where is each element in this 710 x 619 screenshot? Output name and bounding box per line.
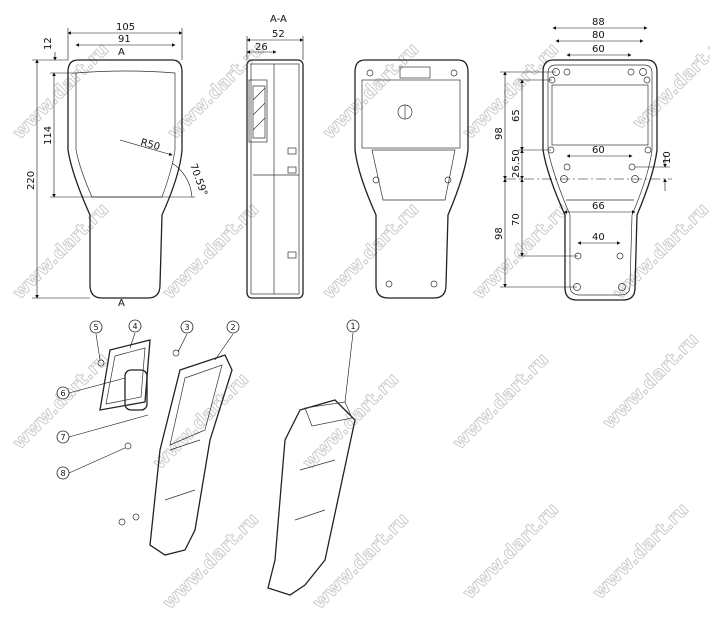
watermark: www.dart.ru (319, 39, 423, 143)
watermark: www.dart.ru (9, 199, 113, 303)
dim-98-bottom: 98 (494, 227, 505, 240)
dim-65: 65 (511, 109, 522, 122)
dim-114: 114 (43, 126, 54, 145)
exploded-view (97, 339, 356, 596)
dim-91: 91 (118, 34, 131, 45)
section-view: A-A 52 26 (246, 14, 304, 299)
dim-66: 66 (592, 201, 605, 212)
balloon-6: 6 (60, 389, 65, 398)
balloon-7: 7 (60, 433, 65, 442)
watermark: www.dart.ru (149, 369, 253, 473)
dim-26-50: 26.50 (511, 149, 522, 178)
watermark: www.dart.ru (164, 39, 268, 143)
dim-60-top: 60 (592, 44, 605, 55)
watermarks: www.dart.ru www.dart.ru www.dart.ru www.… (8, 29, 710, 614)
watermark: www.dart.ru (629, 29, 710, 133)
dim-70: 70 (511, 213, 522, 226)
watermark: www.dart.ru (459, 499, 563, 603)
balloon-4: 4 (132, 322, 137, 331)
watermark: www.dart.ru (599, 329, 703, 433)
dim-r50: R50 (139, 137, 161, 153)
dim-10: 10 (662, 151, 673, 164)
balloon-1: 1 (350, 322, 355, 331)
balloon-3: 3 (184, 323, 189, 332)
watermark: www.dart.ru (449, 349, 553, 453)
dim-52: 52 (272, 29, 285, 40)
mounting-view: 88 80 60 60 66 40 98 65 26.50 70 98 10 (494, 17, 673, 301)
dim-60-mid: 60 (592, 145, 605, 156)
section-mark-bottom: A (118, 298, 125, 309)
front-view: 105 91 220 114 12 R50 70.59° A A (26, 22, 209, 309)
dim-12: 12 (43, 37, 54, 50)
dim-40: 40 (592, 232, 605, 243)
watermark: www.dart.ru (589, 499, 693, 603)
dim-angle: 70.59° (187, 162, 209, 197)
balloon-2: 2 (230, 323, 235, 332)
section-title: A-A (270, 14, 287, 25)
dim-105: 105 (116, 22, 135, 33)
watermark: www.dart.ru (609, 199, 710, 303)
back-view (354, 59, 469, 299)
balloon-8: 8 (60, 469, 65, 478)
watermark: www.dart.ru (459, 39, 563, 143)
balloons: 1 2 3 4 5 6 7 8 (56, 319, 360, 480)
balloon-5: 5 (93, 323, 98, 332)
dim-26: 26 (255, 42, 268, 53)
dim-88: 88 (592, 17, 605, 28)
watermark: www.dart.ru (9, 39, 113, 143)
section-mark-top: A (118, 47, 125, 58)
dim-80: 80 (592, 30, 605, 41)
watermark: www.dart.ru (299, 369, 403, 473)
watermark: www.dart.ru (319, 199, 423, 303)
dim-220: 220 (26, 171, 37, 190)
dim-98-top: 98 (494, 127, 505, 140)
watermark: www.dart.ru (159, 509, 263, 613)
